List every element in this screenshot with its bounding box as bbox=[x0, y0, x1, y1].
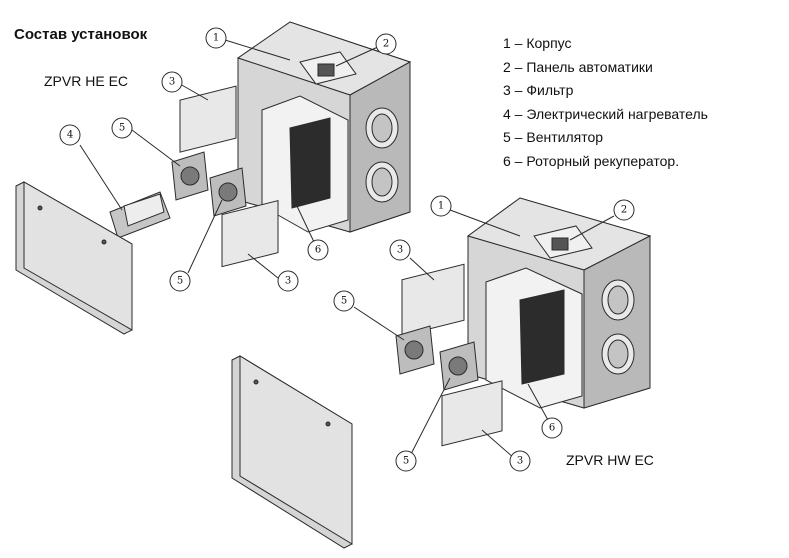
callout-number: 3 bbox=[285, 276, 291, 287]
legend-item-3: 3 – Фильтр bbox=[503, 82, 574, 98]
callout-circle bbox=[333, 290, 355, 312]
callout-number: 2 bbox=[621, 205, 627, 216]
filter-lower-top bbox=[221, 200, 279, 268]
callouts-bottom bbox=[333, 195, 635, 472]
automation-panel-top bbox=[299, 51, 357, 85]
leader-top-5b bbox=[187, 199, 223, 274]
callout-circle bbox=[169, 270, 191, 292]
leader-bottom-5a bbox=[353, 306, 405, 341]
fan-rear-bottom bbox=[439, 341, 479, 391]
callout-number: 5 bbox=[403, 456, 409, 467]
filter-lower-bottom bbox=[441, 380, 503, 447]
legend-item-5: 5 – Вентилятор bbox=[503, 129, 604, 145]
callout-number: 5 bbox=[341, 296, 347, 307]
rotor-recuperator-top bbox=[261, 95, 349, 233]
callout-number: 2 bbox=[383, 39, 389, 50]
callout-circle bbox=[509, 450, 531, 472]
leader-top-3b bbox=[247, 253, 279, 279]
leader-top-5a bbox=[131, 129, 181, 167]
callout-circle bbox=[277, 270, 299, 292]
fan-front-top bbox=[171, 151, 209, 201]
callout-number: 3 bbox=[517, 456, 523, 467]
callout-number: 3 bbox=[169, 77, 175, 88]
callout-circle bbox=[161, 71, 183, 93]
diagram-title: Состав установок bbox=[14, 26, 148, 43]
leader-top-2 bbox=[335, 45, 381, 67]
legend-item-4: 4 – Электрический нагреватель bbox=[503, 105, 708, 122]
callout-circle bbox=[205, 27, 227, 49]
leader-top-1 bbox=[224, 39, 291, 61]
filter-upper-bottom bbox=[401, 263, 465, 337]
callout-number: 5 bbox=[119, 123, 125, 134]
rotor-recuperator-bottom bbox=[485, 267, 583, 409]
fan-front-bottom bbox=[395, 325, 435, 375]
leader-top-6 bbox=[295, 203, 315, 243]
leader-top-3a bbox=[179, 83, 209, 101]
callout-number: 6 bbox=[549, 423, 555, 434]
legend-item-1: 1 – Корпус bbox=[503, 35, 572, 51]
model-label-top: ZPVR HE EC bbox=[44, 73, 129, 89]
leader-bottom-5b bbox=[409, 377, 451, 457]
callout-circle bbox=[541, 417, 563, 439]
leader-bottom-6 bbox=[527, 383, 549, 421]
unit-bottom bbox=[231, 197, 652, 549]
callout-circle bbox=[430, 195, 452, 217]
filter-upper-top bbox=[179, 85, 237, 153]
leader-bottom-3a bbox=[409, 257, 435, 281]
leader-top-4 bbox=[79, 144, 123, 211]
callouts-top bbox=[59, 27, 397, 292]
leader-bottom-1 bbox=[449, 209, 521, 237]
callout-number: 6 bbox=[315, 245, 321, 256]
front-cover-top bbox=[15, 181, 133, 335]
callout-circle bbox=[613, 199, 635, 221]
callout-number: 5 bbox=[177, 276, 183, 287]
callout-number: 1 bbox=[213, 33, 219, 44]
fan-rear-top bbox=[209, 167, 247, 217]
leader-bottom-3b bbox=[481, 429, 515, 459]
callout-circle bbox=[395, 450, 417, 472]
callout-number: 1 bbox=[438, 201, 444, 212]
callout-circle bbox=[59, 124, 81, 146]
callout-number: 3 bbox=[397, 245, 403, 256]
callout-circle bbox=[375, 33, 397, 55]
front-cover-bottom bbox=[231, 355, 353, 549]
leader-bottom-2 bbox=[569, 215, 615, 241]
unit-top bbox=[15, 21, 412, 335]
electric-heater-top bbox=[109, 191, 171, 239]
legend-item-6: 6 – Роторный рекуператор. bbox=[503, 152, 680, 169]
callout-circle bbox=[111, 117, 133, 139]
legend: 1 – Корпус 2 – Панель автоматики 3 – Фил… bbox=[503, 32, 708, 173]
callout-circle bbox=[307, 239, 329, 261]
automation-panel-bottom bbox=[533, 225, 593, 259]
callout-number: 4 bbox=[67, 130, 73, 141]
legend-item-2: 2 – Панель автоматики bbox=[503, 58, 653, 75]
callout-circle bbox=[389, 239, 411, 261]
model-label-bottom: ZPVR HW EC bbox=[566, 452, 654, 468]
